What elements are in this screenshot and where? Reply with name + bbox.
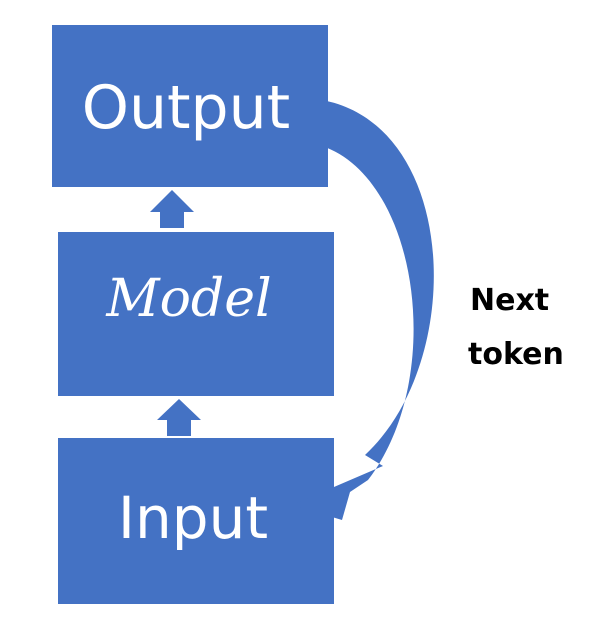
input-node: Input — [58, 438, 334, 604]
up-arrow-input-to-model — [157, 399, 201, 436]
next-token-label-line1: Next — [470, 283, 549, 318]
feedback-loop-arrow — [292, 100, 434, 520]
model-node: Model — [58, 232, 334, 396]
output-label: Output — [82, 73, 290, 143]
input-box — [58, 438, 334, 604]
model-box — [58, 232, 334, 396]
next-token-label-line2: token — [468, 337, 564, 372]
input-label: Input — [118, 484, 268, 552]
model-label: Model — [105, 269, 271, 329]
output-box — [52, 25, 328, 187]
up-arrow-model-to-output — [150, 190, 194, 228]
output-node: Output — [52, 25, 328, 187]
